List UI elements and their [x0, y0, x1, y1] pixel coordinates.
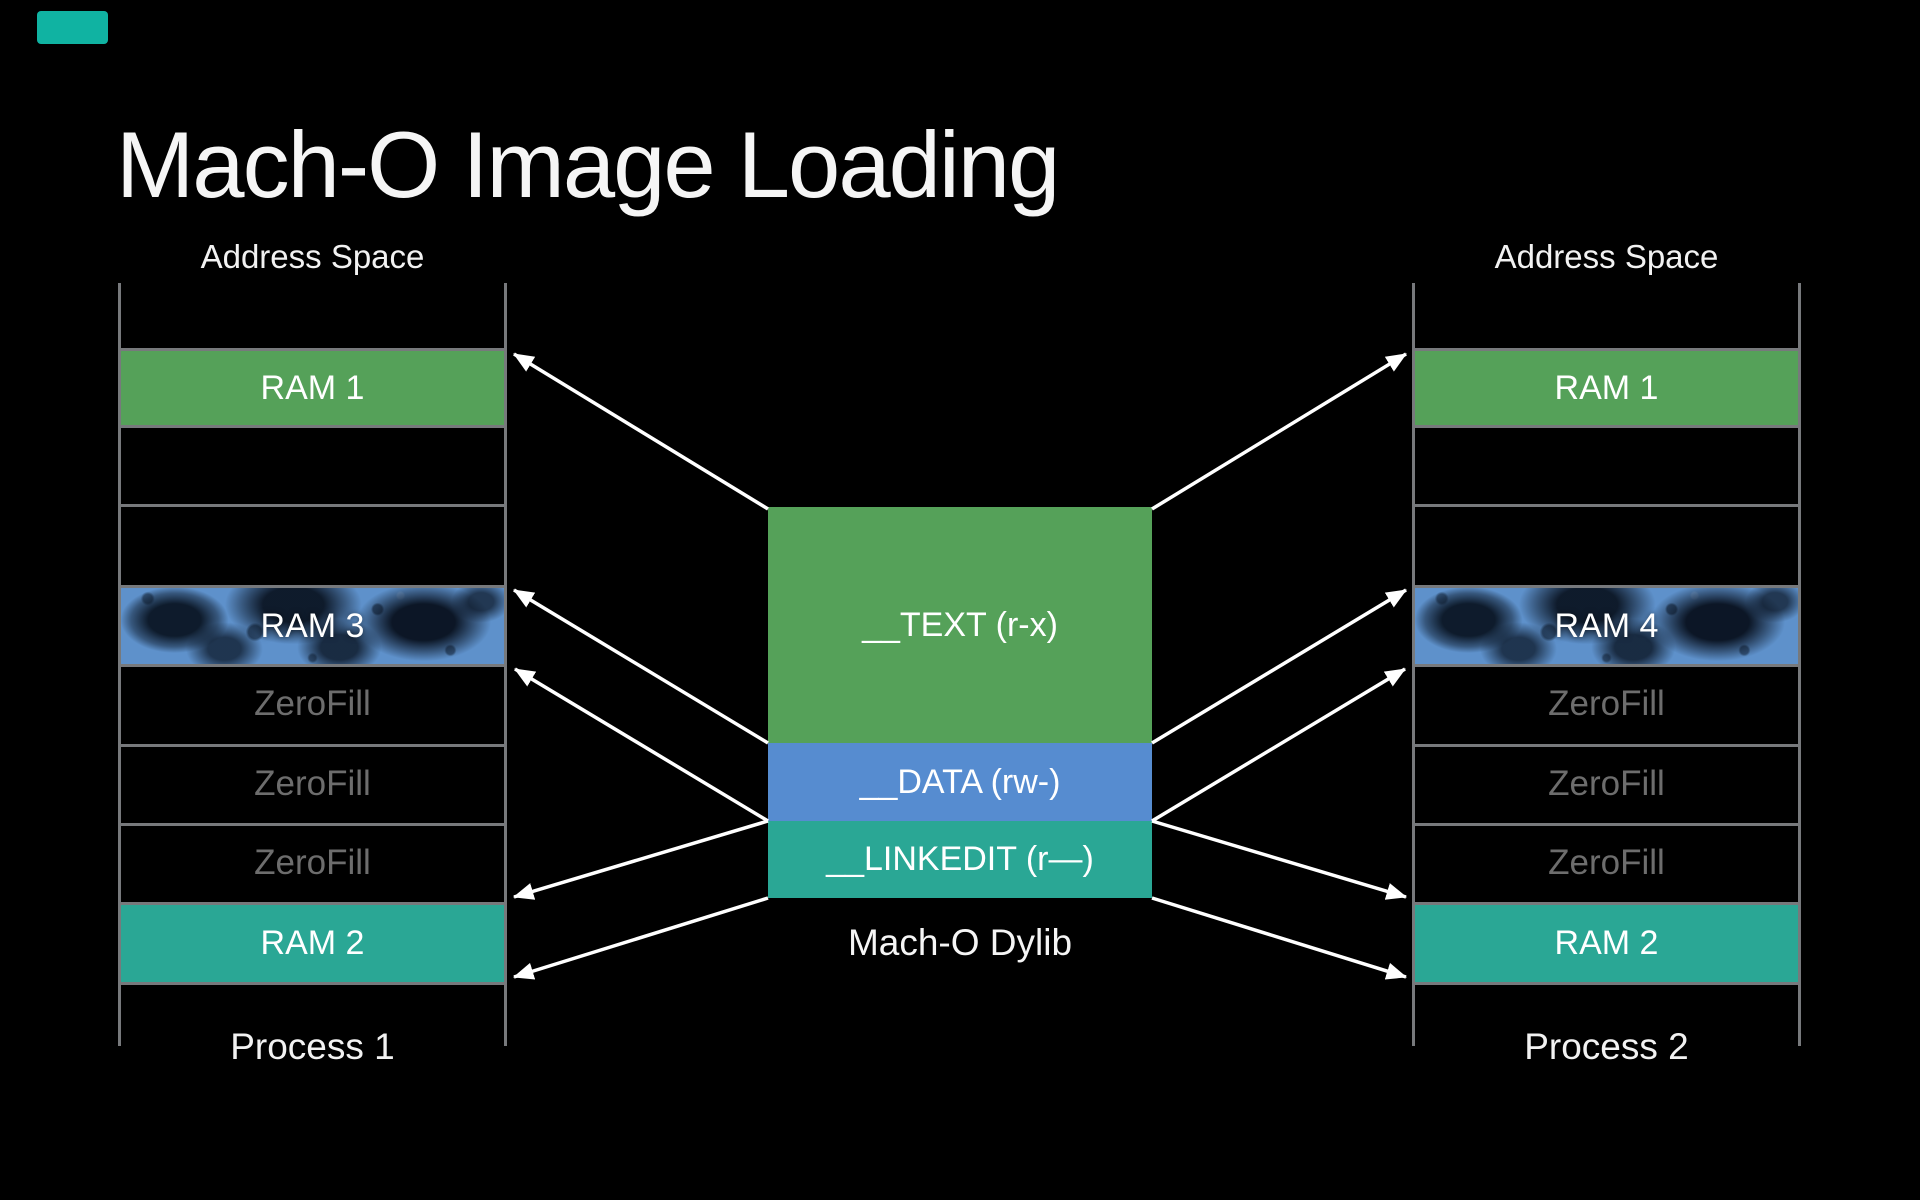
right-ram1-block: RAM 1	[1415, 351, 1798, 425]
ram-block-label: RAM 3	[260, 606, 365, 645]
segment-label: __LINKEDIT (r—)	[826, 840, 1094, 878]
ram-block-label: RAM 1	[1554, 368, 1659, 407]
right-address-space-ladder: RAM 1 RAM 4 ZeroFill ZeroFill ZeroFill R…	[1412, 283, 1801, 1046]
left-zerofill-row-2: ZeroFill	[121, 747, 504, 820]
right-ram2-block: RAM 2	[1415, 905, 1798, 982]
left-zerofill-row-3: ZeroFill	[121, 826, 504, 899]
ladder-rung	[1414, 982, 1799, 985]
ladder-rung	[120, 425, 505, 428]
ram-block-label: RAM 4	[1554, 606, 1659, 645]
ladder-rung	[1414, 744, 1799, 747]
ladder-rung	[120, 982, 505, 985]
left-ram2-block: RAM 2	[121, 905, 504, 982]
ladder-rung	[120, 348, 505, 351]
arrow-linkedit-to-right-ram2-top	[1151, 819, 1408, 900]
left-address-space-ladder: RAM 1 RAM 3 ZeroFill ZeroFill ZeroFill R…	[118, 283, 507, 1046]
right-ram4-block: RAM 4	[1415, 588, 1798, 664]
corner-accent-marker	[37, 11, 108, 44]
ladder-rung	[1414, 585, 1799, 588]
ladder-rung	[1414, 348, 1799, 351]
zerofill-label: ZeroFill	[1548, 684, 1665, 723]
right-zerofill-row-2: ZeroFill	[1415, 747, 1798, 820]
ladder-rung	[120, 504, 505, 507]
ladder-rung	[120, 744, 505, 747]
dylib-caption: Mach-O Dylib	[847, 922, 1073, 963]
left-ram1-block: RAM 1	[121, 351, 504, 425]
arrow-data-to-left-ram3-bottom	[514, 667, 769, 823]
left-process-label: Process 1	[230, 1026, 395, 1067]
right-zerofill-row-3: ZeroFill	[1415, 826, 1798, 899]
ram-block-label: RAM 1	[260, 368, 365, 407]
ladder-rung	[120, 902, 505, 905]
data-segment-block: __DATA (rw-)	[768, 743, 1152, 821]
arrow-data-to-right-ram4-top	[1151, 588, 1407, 745]
linkedit-segment-block: __LINKEDIT (r—)	[768, 821, 1152, 898]
left-zerofill-row-1: ZeroFill	[121, 667, 504, 741]
zerofill-label: ZeroFill	[1548, 842, 1665, 882]
ladder-rung	[120, 664, 505, 667]
right-zerofill-row-1: ZeroFill	[1415, 667, 1798, 741]
left-ram3-block: RAM 3	[121, 588, 504, 664]
ram-block-label: RAM 2	[1554, 924, 1659, 962]
zerofill-label: ZeroFill	[254, 842, 371, 882]
arrow-text-to-right-ram1	[1151, 352, 1407, 511]
right-process-label: Process 2	[1524, 1026, 1689, 1067]
arrow-linkedit-to-left-ram2-bottom	[512, 896, 769, 980]
ladder-rail	[118, 283, 121, 1046]
ladder-rung	[120, 823, 505, 826]
ladder-rung	[1414, 425, 1799, 428]
text-segment-block: __TEXT (r-x)	[768, 507, 1152, 743]
arrow-linkedit-to-right-ram2-bottom	[1151, 896, 1408, 980]
zerofill-label: ZeroFill	[254, 684, 371, 723]
right-address-space-label: Address Space	[1494, 238, 1719, 275]
zerofill-label: ZeroFill	[1548, 763, 1665, 803]
zerofill-label: ZeroFill	[254, 763, 371, 803]
page-title: Mach-O Image Loading	[116, 111, 1060, 217]
ladder-rung	[1414, 902, 1799, 905]
ladder-rung	[120, 585, 505, 588]
ladder-rail	[1412, 283, 1415, 1046]
segment-label: __TEXT (r-x)	[862, 605, 1058, 644]
arrow-data-to-right-ram4-bottom	[1151, 667, 1406, 823]
arrow-data-to-left-ram3-top	[513, 588, 769, 745]
arrow-linkedit-to-left-ram2-top	[512, 819, 769, 900]
ladder-rail	[1798, 283, 1801, 1046]
left-address-space-label: Address Space	[200, 238, 425, 275]
ladder-rung	[1414, 504, 1799, 507]
ladder-rail	[504, 283, 507, 1046]
ladder-rung	[1414, 664, 1799, 667]
segment-label: __DATA (rw-)	[859, 762, 1061, 801]
arrow-text-to-left-ram1	[513, 352, 769, 511]
ram-block-label: RAM 2	[260, 924, 365, 962]
ladder-rung	[1414, 823, 1799, 826]
